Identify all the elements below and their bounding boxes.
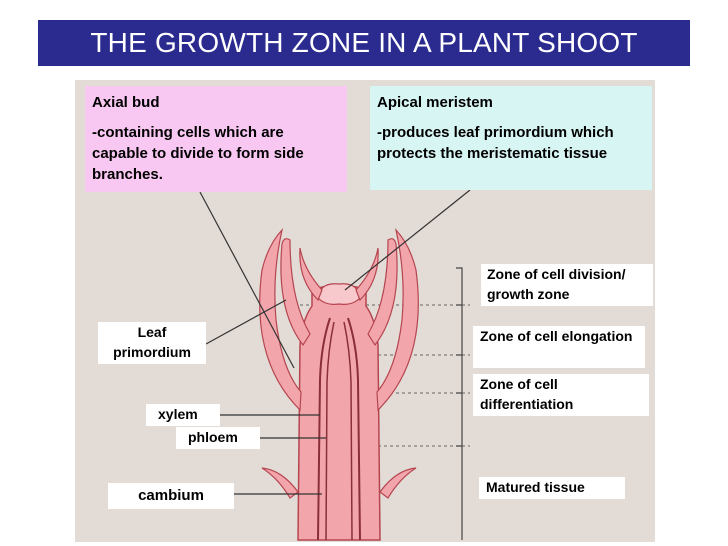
apical-dome [317, 283, 361, 305]
zone-brace [456, 267, 463, 540]
vascular-strand-left [317, 317, 331, 541]
leaf-lower-right [379, 467, 417, 499]
label-phloem: phloem [176, 427, 260, 449]
label-cambium: cambium [108, 483, 234, 509]
apical-meristem-heading: Apical meristem [377, 94, 493, 111]
slide-title: THE GROWTH ZONE IN A PLANT SHOOT [38, 20, 690, 66]
label-zone-differentiation: Zone of cell differentiation [473, 374, 649, 416]
leaf-primordium-mid-left [280, 238, 311, 347]
label-xylem: xylem [146, 404, 220, 426]
leaf-primordium-inner-left [299, 247, 323, 302]
pointer-axial-bud [199, 191, 295, 369]
apical-meristem-description: -produces leaf primordium which protects… [377, 124, 614, 162]
label-zone-cell-division: Zone of cell division/ growth zone [481, 264, 653, 306]
pointer-apical-meristem [344, 189, 471, 291]
leaf-lower-left [261, 467, 299, 499]
label-zone-elongation: Zone of cell elongation [473, 326, 645, 368]
pointer-leaf-primordium [205, 299, 287, 345]
leaf-outer-left [259, 227, 302, 412]
leaf-primordium-inner-right [355, 247, 379, 302]
stem [297, 284, 381, 541]
vascular-strand-left-inner [325, 321, 335, 541]
label-matured-tissue: Matured tissue [479, 477, 625, 499]
axial-bud-description: -containing cells which are capable to d… [92, 124, 304, 183]
axial-bud-box: Axial bud -containing cells which are ca… [85, 86, 347, 192]
label-leaf-primordium: Leaf primordium [98, 322, 206, 364]
vascular-strand-right-inner [343, 321, 353, 541]
vascular-strand-right [347, 317, 361, 541]
leaf-outer-right [376, 227, 419, 412]
apical-meristem-box: Apical meristem -produces leaf primordiu… [370, 86, 652, 190]
axial-bud-heading: Axial bud [92, 94, 160, 111]
leaf-primordium-mid-right [367, 238, 398, 347]
